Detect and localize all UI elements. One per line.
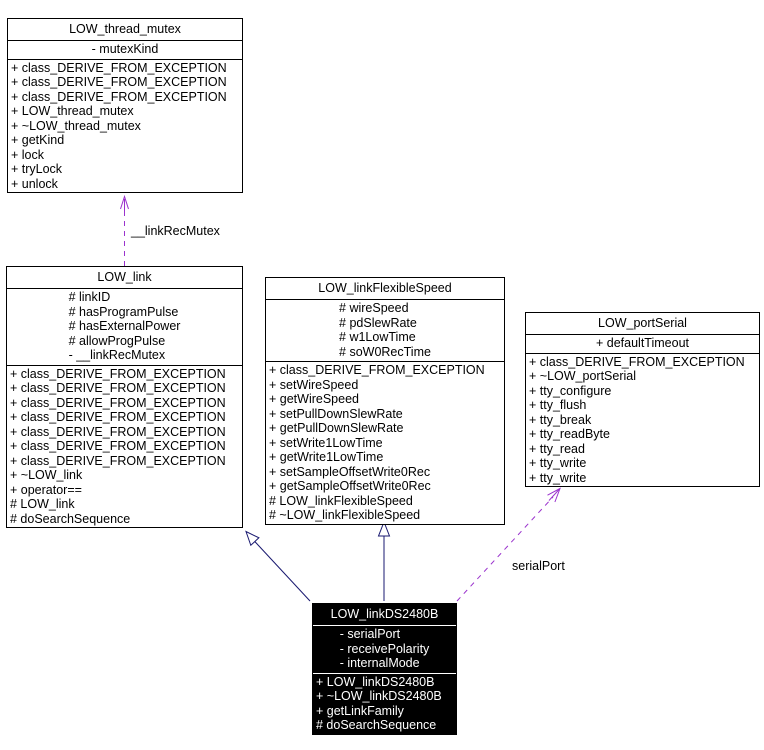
member-row: + ~LOW_portSerial <box>529 369 636 383</box>
member-row: + class_DERIVE_FROM_EXCEPTION <box>10 424 226 439</box>
usage-edge-serialport <box>456 487 561 602</box>
member-row: + tty_break <box>529 412 592 427</box>
class-attributes-low-link: # linkID# hasProgramPulse# hasExternalPo… <box>7 289 242 366</box>
member-row: + setSampleOffsetWrite0Rec <box>269 464 431 479</box>
member-row: - receivePolarity <box>339 641 430 656</box>
member-row: + operator== <box>10 482 82 497</box>
member-row: - internalMode <box>339 656 420 670</box>
member-row: + getWrite1LowTime <box>269 450 384 464</box>
class-title-low-thread-mutex[interactable]: LOW_thread_mutex <box>8 19 242 41</box>
member-row: + class_DERIVE_FROM_EXCEPTION <box>10 366 226 381</box>
member-row: + tty_configure <box>529 383 612 398</box>
member-row: + setWrite1LowTime <box>269 435 383 450</box>
class-box-low-link[interactable]: LOW_link # linkID# hasProgramPulse# hasE… <box>6 266 243 528</box>
class-methods-low-linkflexiblespeed: + class_DERIVE_FROM_EXCEPTION+ setWireSp… <box>266 362 504 524</box>
member-row: + LOW_linkDS2480B <box>316 674 435 689</box>
member-row: + tty_flush <box>529 398 587 412</box>
edge-label-serialport: serialPort <box>512 559 565 573</box>
member-row: + getWireSpeed <box>269 392 359 406</box>
member-row: + class_DERIVE_FROM_EXCEPTION <box>529 354 745 369</box>
class-methods-low-link: + class_DERIVE_FROM_EXCEPTION+ class_DER… <box>7 366 242 528</box>
member-row: + ~LOW_link <box>10 468 83 482</box>
class-box-low-linkds2480b[interactable]: LOW_linkDS2480B - serialPort- receivePol… <box>312 603 457 735</box>
member-row: + class_DERIVE_FROM_EXCEPTION <box>10 453 226 468</box>
member-row: + defaultTimeout <box>596 336 689 350</box>
member-row: # w1LowTime <box>339 330 416 344</box>
member-row: + class_DERIVE_FROM_EXCEPTION <box>10 439 226 453</box>
member-row: # linkID <box>68 290 111 304</box>
class-title-low-link[interactable]: LOW_link <box>7 267 242 289</box>
member-row: # wireSpeed <box>339 301 409 315</box>
class-title-low-linkds2480b[interactable]: LOW_linkDS2480B <box>313 604 456 626</box>
member-row: + class_DERIVE_FROM_EXCEPTION <box>269 363 485 377</box>
member-row: + tty_write <box>529 470 587 485</box>
member-row: # doSearchSequence <box>10 511 131 526</box>
inheritance-edge-low-link <box>245 530 311 602</box>
member-row: # ~LOW_linkFlexibleSpeed <box>269 508 421 522</box>
member-row: + lock <box>11 147 45 162</box>
class-methods-low-linkds2480b: + LOW_linkDS2480B+ ~LOW_linkDS2480B+ get… <box>313 674 456 734</box>
member-row: + getPullDownSlewRate <box>269 421 404 435</box>
member-row: + class_DERIVE_FROM_EXCEPTION <box>10 410 226 424</box>
inheritance-edge-low-linkflexiblespeed <box>377 520 391 601</box>
member-row: + getKind <box>11 133 65 147</box>
usage-edge-linkrecmutex <box>120 194 129 266</box>
member-row: - mutexKind <box>91 42 159 56</box>
member-row: + getSampleOffsetWrite0Rec <box>269 479 431 493</box>
member-row: # hasExternalPower <box>68 319 181 333</box>
class-attributes-low-thread-mutex: - mutexKind <box>8 41 242 60</box>
class-title-low-linkflexiblespeed[interactable]: LOW_linkFlexibleSpeed <box>266 278 504 300</box>
member-row: + ~LOW_linkDS2480B <box>316 689 442 703</box>
member-row: # doSearchSequence <box>316 718 437 732</box>
class-box-low-linkflexiblespeed[interactable]: LOW_linkFlexibleSpeed # wireSpeed# pdSle… <box>265 277 505 525</box>
member-row: # LOW_linkFlexibleSpeed <box>269 493 413 508</box>
member-row: + tty_read <box>529 441 585 456</box>
member-row: # soW0RecTime <box>339 344 431 359</box>
class-methods-low-thread-mutex: + class_DERIVE_FROM_EXCEPTION+ class_DER… <box>8 60 242 193</box>
member-row: - serialPort <box>339 627 401 641</box>
class-box-low-thread-mutex[interactable]: LOW_thread_mutex - mutexKind + class_DER… <box>7 18 243 193</box>
class-attributes-low-linkds2480b: - serialPort- receivePolarity- internalM… <box>313 626 456 674</box>
class-box-low-portserial[interactable]: LOW_portSerial + defaultTimeout + class_… <box>525 312 760 487</box>
member-row: + tty_write <box>529 456 587 470</box>
member-row: + class_DERIVE_FROM_EXCEPTION <box>11 89 227 104</box>
member-row: + setPullDownSlewRate <box>269 406 403 421</box>
member-row: + tty_readByte <box>529 427 610 441</box>
member-row: + class_DERIVE_FROM_EXCEPTION <box>11 60 227 75</box>
member-row: # allowProgPulse <box>68 333 166 348</box>
class-methods-low-portserial: + class_DERIVE_FROM_EXCEPTION+ ~LOW_port… <box>526 354 759 487</box>
member-row: # pdSlewRate <box>339 315 417 330</box>
member-row: + tryLock <box>11 162 63 176</box>
member-row: + class_DERIVE_FROM_EXCEPTION <box>10 395 226 410</box>
member-row: + class_DERIVE_FROM_EXCEPTION <box>11 75 227 89</box>
class-attributes-low-linkflexiblespeed: # wireSpeed# pdSlewRate# w1LowTime# soW0… <box>266 300 504 362</box>
member-row: - __linkRecMutex <box>68 348 166 362</box>
member-row: # hasProgramPulse <box>68 304 179 319</box>
class-title-low-portserial[interactable]: LOW_portSerial <box>526 313 759 335</box>
class-attributes-low-portserial: + defaultTimeout <box>526 335 759 354</box>
edge-label-linkrecmutex: __linkRecMutex <box>131 224 220 238</box>
member-row: + LOW_thread_mutex <box>11 104 134 118</box>
member-row: + unlock <box>11 176 58 191</box>
member-row: + class_DERIVE_FROM_EXCEPTION <box>10 381 226 395</box>
member-row: # LOW_link <box>10 497 75 511</box>
member-row: + getLinkFamily <box>316 703 404 718</box>
member-row: + ~LOW_thread_mutex <box>11 118 141 133</box>
member-row: + setWireSpeed <box>269 377 359 392</box>
